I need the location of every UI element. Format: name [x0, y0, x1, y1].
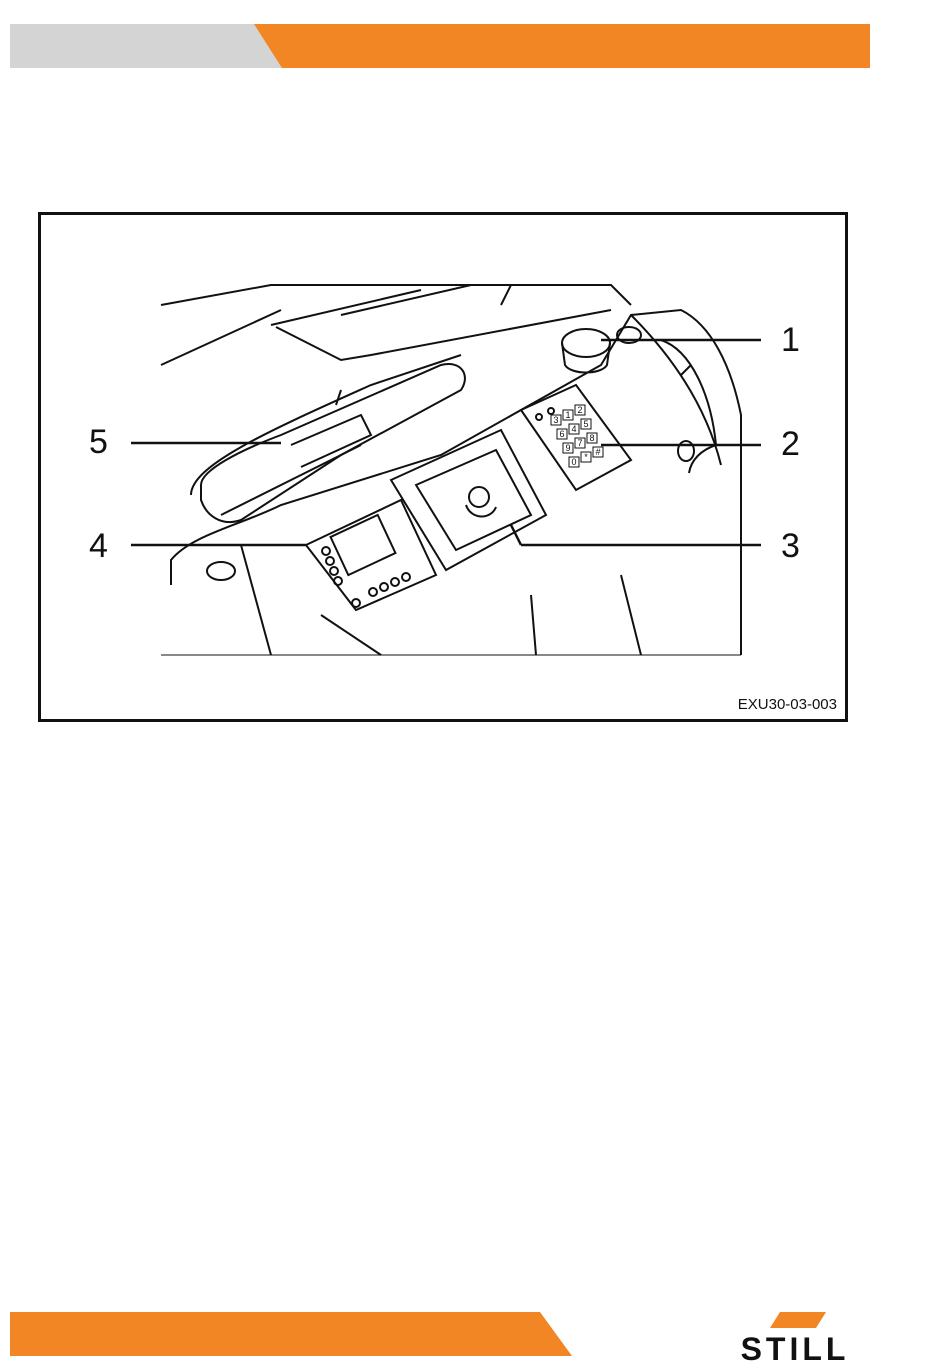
callout-1: 1: [781, 323, 800, 357]
callout-5: 5: [89, 425, 108, 459]
keypad-key-label: 0: [571, 457, 576, 467]
keypad-key-label: 5: [583, 419, 588, 429]
keypad-key-label: 6: [559, 429, 564, 439]
keypad-key-label: 3: [553, 415, 558, 425]
keypad-key-label: 7: [577, 438, 582, 448]
callout-3: 3: [781, 529, 800, 563]
logo-swoosh-icon: [770, 1312, 826, 1328]
logo-text: STILL: [741, 1331, 850, 1367]
header-bar: [0, 0, 950, 70]
callout-4: 4: [89, 529, 108, 563]
still-logo: STILL: [710, 1310, 880, 1368]
keypad-key-label: 1: [565, 410, 570, 420]
figure-id: EXU30-03-003: [738, 696, 837, 713]
keypad-key-label: *: [584, 452, 588, 462]
keypad-key-label: 2: [577, 405, 582, 415]
keypad-key-label: 8: [589, 433, 594, 443]
keypad-key-label: 9: [565, 443, 570, 453]
keypad-key-label: #: [595, 447, 600, 457]
callout-2: 2: [781, 427, 800, 461]
keypad-key-label: 4: [571, 424, 576, 434]
